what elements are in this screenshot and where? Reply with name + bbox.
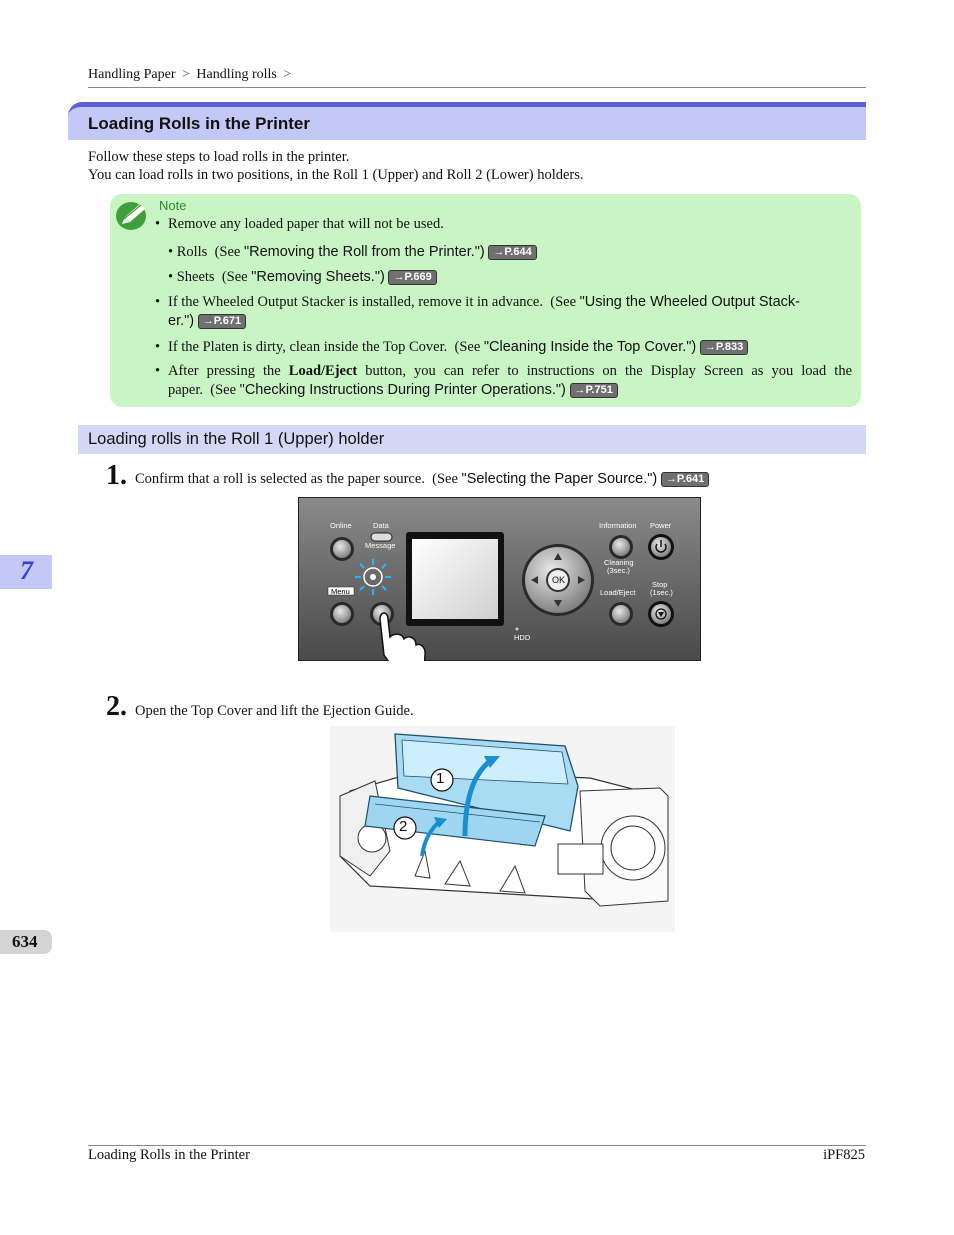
page-reference-button[interactable]: →P.671	[197, 314, 247, 329]
note-bullet-4-line-2: paper.	[168, 382, 204, 398]
note-bullet-1-text: Remove any loaded paper that will not be…	[168, 216, 444, 232]
data-label: Data	[373, 521, 389, 530]
subsection-heading-band: Loading rolls in the Roll 1 (Upper) hold…	[78, 425, 866, 454]
breadcrumb-item-handling-rolls[interactable]: Handling rolls	[196, 67, 277, 82]
online-label: Online	[330, 521, 352, 530]
step-1-instruction: Confirm that a roll is selected as the p…	[135, 471, 425, 487]
chapter-tab[interactable]: 7	[0, 555, 52, 589]
section-heading-band: Loading Rolls in the Printer	[68, 102, 866, 140]
ok-button-label: OK	[552, 575, 566, 585]
header-rule	[88, 87, 866, 88]
stop-sub-label: (1sec.)	[650, 588, 673, 597]
control-panel-illustration	[298, 497, 701, 661]
cross-reference-link[interactable]: "Removing Sheets.")	[251, 269, 385, 285]
printer-top-cover-illustration	[330, 726, 675, 932]
cross-reference-link[interactable]: "Removing the Roll from the Printer.")	[243, 244, 485, 260]
cross-reference-link[interactable]: "Selecting the Paper Source.")	[461, 471, 658, 487]
page-reference-button[interactable]: →P.833	[699, 340, 749, 355]
hdd-label: HDD	[514, 633, 531, 642]
cross-reference-link[interactable]: "Checking Instructions During Printer Op…	[239, 382, 566, 398]
information-label: Information	[599, 521, 637, 530]
footer-rule	[88, 1145, 866, 1146]
page-reference-button[interactable]: →P.641	[660, 472, 710, 487]
footer-section-title: Loading Rolls in the Printer	[88, 1147, 250, 1163]
section-title: Loading Rolls in the Printer	[88, 114, 310, 133]
see-prefix: (See	[214, 244, 244, 260]
note-bullet-2-text: If the Wheeled Output Stacker is install…	[168, 294, 543, 310]
see-prefix: (See	[221, 269, 252, 285]
note-sub-bullet-rolls: • Rolls (See "Removing the Roll from the…	[168, 243, 858, 262]
cross-reference-link[interactable]: "Using the Wheeled Output Stack-	[579, 294, 800, 310]
callout-2: 2	[399, 818, 408, 835]
cross-reference-link[interactable]: "Cleaning Inside the Top Cover.")	[483, 339, 697, 355]
footer-model-name: iPF825	[823, 1147, 865, 1163]
callout-1: 1	[436, 770, 445, 787]
see-prefix: (See	[432, 471, 462, 487]
intro-line-1: Follow these steps to load rolls in the …	[88, 149, 350, 165]
breadcrumb-separator: >	[283, 67, 292, 82]
see-prefix: (See	[550, 294, 580, 310]
step-number: 2.	[106, 691, 127, 722]
note-bullet-4-text-pre: After pressing the	[168, 363, 281, 379]
cleaning-sub-label: (3sec.)	[607, 566, 630, 575]
breadcrumb: Handling Paper > Handling rolls >	[88, 67, 294, 83]
cleaning-label: Cleaning	[604, 558, 634, 567]
page-reference-button[interactable]: →P.644	[488, 245, 537, 260]
step-2-text: Open the Top Cover and lift the Ejection…	[135, 703, 414, 719]
stop-label: Stop	[652, 580, 668, 589]
page-number: 634	[12, 932, 38, 951]
page-reference-button[interactable]: →P.669	[388, 270, 437, 285]
see-prefix: (See	[454, 339, 484, 355]
intro-paragraph: Follow these steps to load rolls in the …	[88, 148, 584, 184]
sub-bullet-lead: Sheets	[176, 269, 215, 285]
chapter-number: 7	[20, 556, 33, 585]
step-number: 1.	[106, 460, 127, 491]
message-label: Message	[365, 541, 396, 550]
step-1-text: Confirm that a roll is selected as the p…	[135, 471, 710, 488]
page-reference-button[interactable]: →P.751	[569, 383, 618, 398]
cross-reference-link-continued[interactable]: er.")	[168, 313, 195, 329]
menu-label: Menu	[331, 587, 350, 596]
note-bullet-4-text-post: button, you can refer to instructions on…	[365, 363, 853, 379]
breadcrumb-item-handling-paper[interactable]: Handling Paper	[88, 67, 176, 82]
intro-line-2: You can load rolls in two positions, in …	[88, 167, 584, 183]
see-prefix: (See	[210, 382, 240, 398]
panel-labels: Online Data Message Menu Information Pow…	[298, 497, 701, 661]
load-eject-button-name: Load/Eject	[288, 363, 358, 379]
note-box	[110, 194, 861, 407]
power-label: Power	[650, 521, 672, 530]
note-sub-bullet-sheets: • Sheets (See "Removing Sheets.") →P.669	[168, 268, 858, 287]
subsection-title: Loading rolls in the Roll 1 (Upper) hold…	[88, 430, 385, 448]
sub-bullet-lead: Rolls	[176, 244, 208, 260]
breadcrumb-separator: >	[181, 67, 190, 82]
note-label: Note	[159, 198, 187, 213]
page-number-tab: 634	[0, 930, 52, 954]
note-bullet-3-text: If the Platen is dirty, clean inside the…	[168, 339, 448, 355]
load-eject-label: Load/Eject	[600, 588, 636, 597]
pencil-note-icon	[116, 202, 146, 230]
